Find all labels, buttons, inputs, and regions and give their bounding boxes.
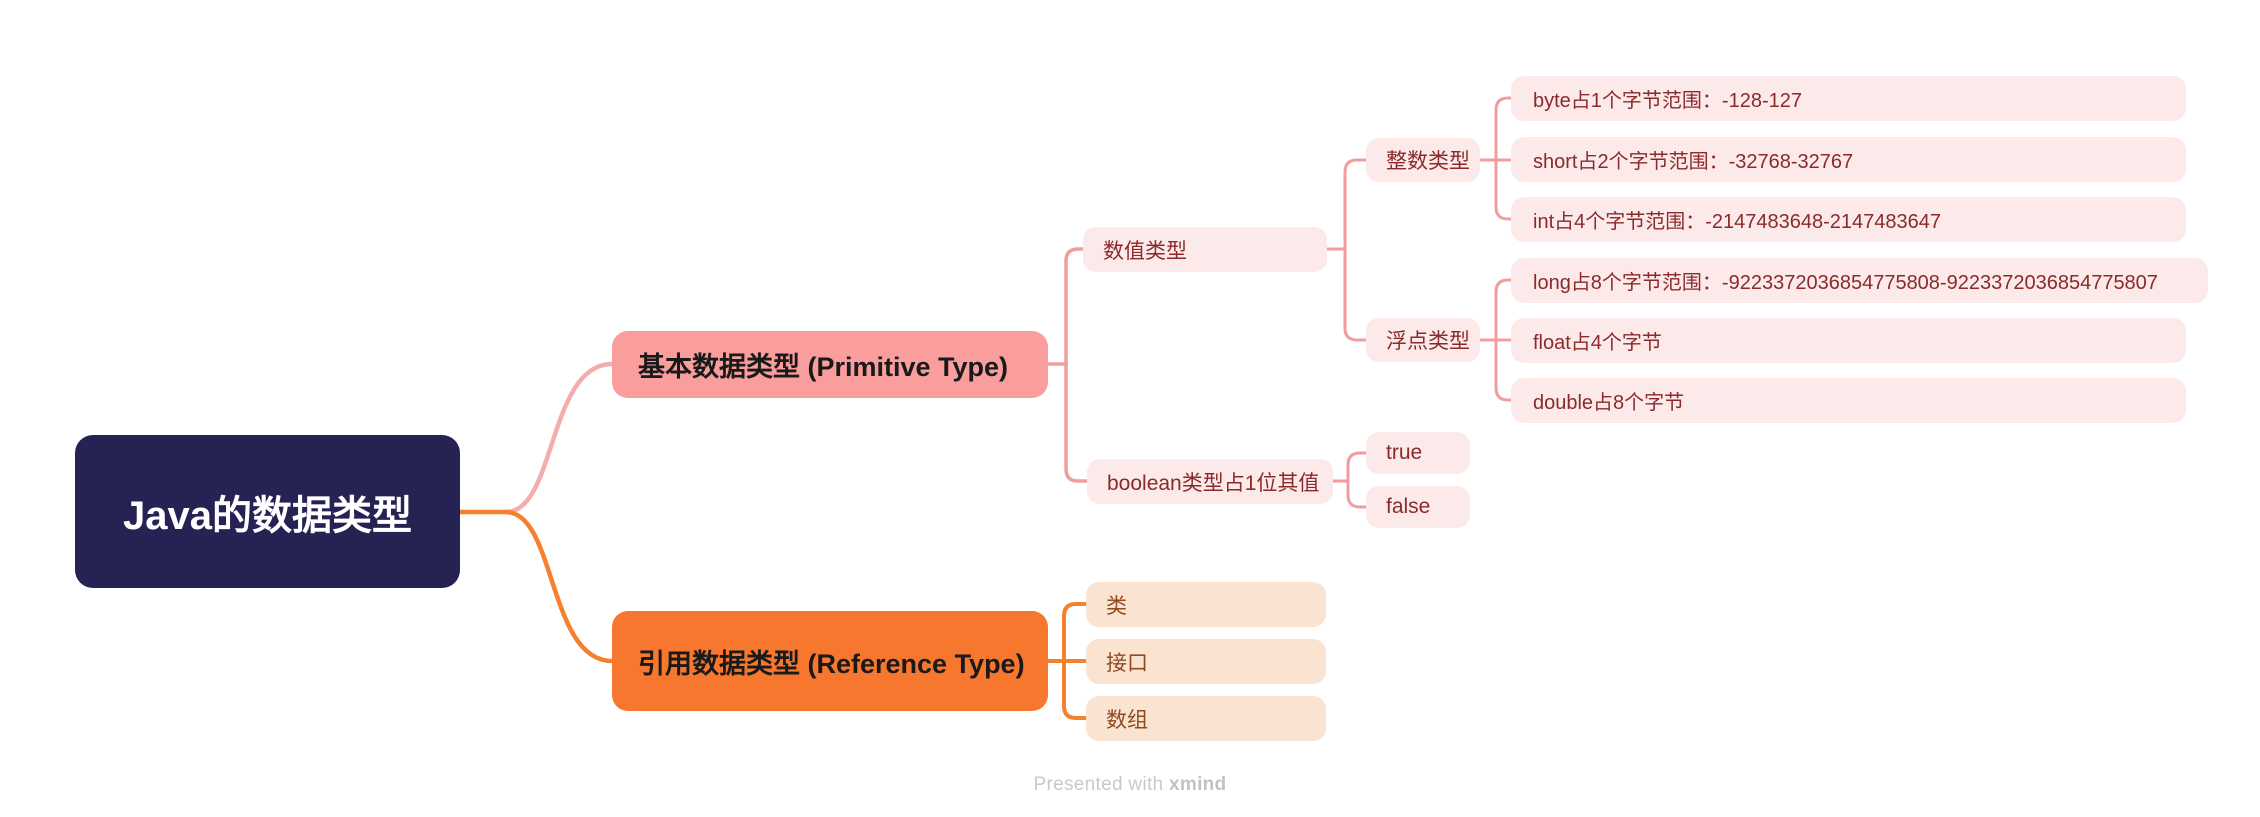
connector-primitive-to-numeric: [1064, 247, 1086, 366]
connector-reference-to-class: [1062, 602, 1089, 663]
node-double[interactable]: double占8个字节: [1511, 378, 2186, 423]
connector-boolean-to-false: [1346, 479, 1369, 509]
node-numeric-type[interactable]: 数值类型: [1083, 227, 1327, 272]
node-root-java-data-types[interactable]: Java的数据类型: [75, 435, 460, 588]
xmind-watermark: Presented with xmind: [0, 774, 2260, 796]
node-class[interactable]: 类: [1086, 582, 1326, 627]
node-array[interactable]: 数组: [1086, 696, 1326, 741]
node-interface[interactable]: 接口: [1086, 639, 1326, 684]
watermark-prefix: Presented with: [1033, 774, 1164, 795]
node-primitive-type[interactable]: 基本数据类型 (Primitive Type): [612, 331, 1048, 398]
connector-floating-to-long: [1494, 278, 1514, 342]
node-byte[interactable]: byte占1个字节范围：-128-127: [1511, 76, 2186, 121]
connector-boolean-to-true: [1346, 451, 1369, 483]
connector-integer-to-byte: [1494, 96, 1514, 162]
node-short[interactable]: short占2个字节范围：-32768-32767: [1511, 137, 2186, 182]
node-false[interactable]: false: [1366, 486, 1470, 528]
connector-reference-to-array: [1062, 659, 1089, 720]
connector-integer-to-int: [1494, 158, 1514, 221]
node-integer-type[interactable]: 整数类型: [1366, 138, 1480, 182]
connector-numeric-to-integer: [1343, 158, 1369, 251]
node-true[interactable]: true: [1366, 432, 1470, 474]
node-float[interactable]: float占4个字节: [1511, 318, 2186, 363]
connector-root-to-primitive: [503, 361, 615, 515]
node-long[interactable]: long占8个字节范围：-9223372036854775808-9223372…: [1511, 258, 2208, 303]
node-floating-type[interactable]: 浮点类型: [1366, 318, 1480, 362]
connector-root-to-reference: [503, 509, 615, 664]
node-int[interactable]: int占4个字节范围：-2147483648-2147483647: [1511, 197, 2186, 242]
xmind-brand-label: xmind: [1169, 774, 1227, 795]
node-reference-type[interactable]: 引用数据类型 (Reference Type): [612, 611, 1048, 711]
connector-primitive-to-boolean: [1064, 362, 1090, 483]
node-boolean-type[interactable]: boolean类型占1位其值: [1087, 459, 1333, 504]
connector-floating-to-double: [1494, 338, 1514, 402]
connector-numeric-to-floating: [1343, 247, 1369, 342]
